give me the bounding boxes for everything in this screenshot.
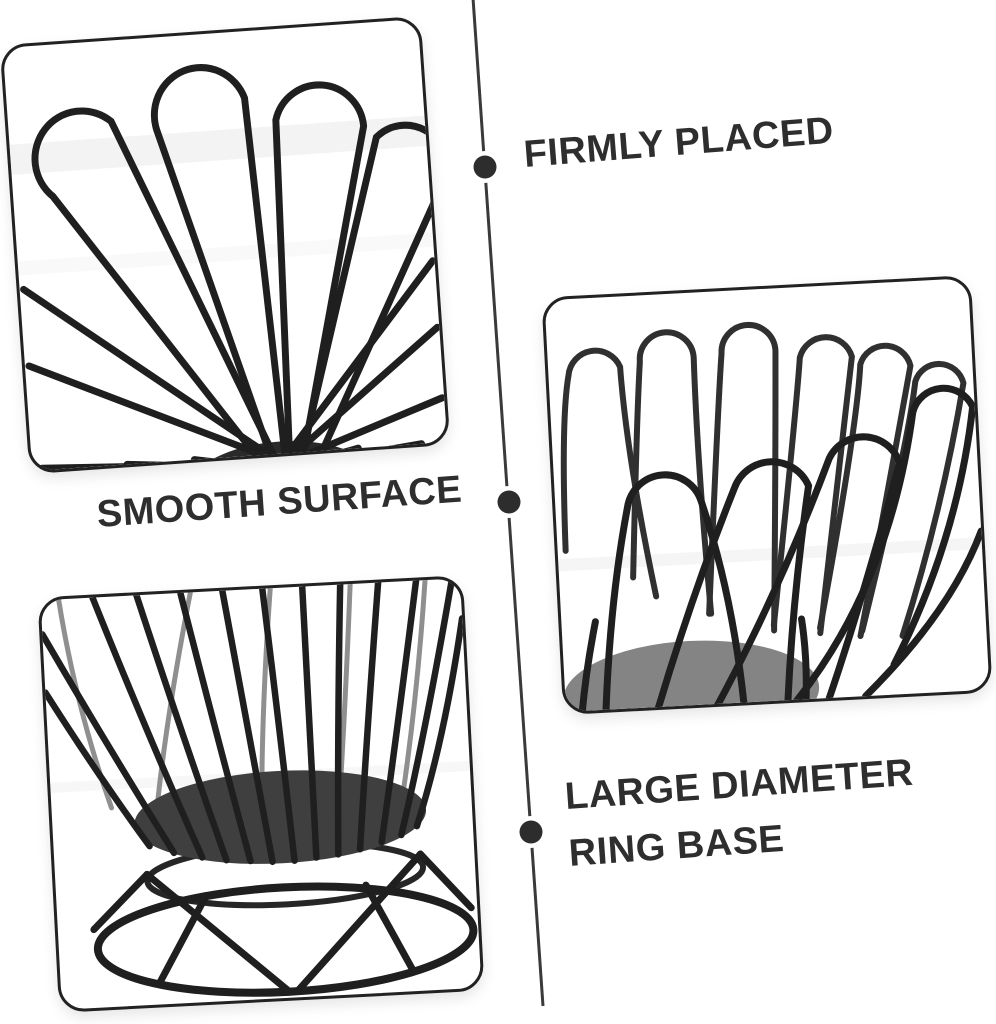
wire-basket-rim-illustration [9, 64, 448, 471]
reflection-band [9, 115, 427, 175]
basket-base-plate [134, 770, 427, 864]
callout-dot-halo [493, 486, 525, 518]
basket-base-plate [563, 640, 820, 712]
photo-basket-bowl-top-view [541, 275, 993, 715]
callout-text: SMOOTH SURFACE [95, 468, 464, 536]
reflection-band [17, 232, 434, 276]
front-rim-loops [578, 384, 985, 712]
near-side-wires [40, 578, 466, 866]
callout-dot-firmly [473, 155, 497, 179]
callout-label-smooth-surface: SMOOTH SURFACE [96, 469, 464, 537]
callout-dot-smooth [497, 490, 521, 514]
callout-dot-halo [469, 151, 501, 183]
callout-dot-halo [515, 816, 547, 848]
wire-basket-base-illustration [40, 578, 478, 997]
stand-bottom-ring [93, 882, 478, 997]
callout-text: FIRMLY PLACED [522, 109, 836, 176]
callout-label-ring-base: LARGE DIAMETER RING BASE [563, 745, 919, 883]
stand-struts [90, 850, 475, 994]
wire-basket-bowl-illustration [558, 321, 985, 712]
callout-label-firmly-placed: FIRMLY PLACED [522, 110, 835, 177]
callout-dot-ring [519, 820, 543, 844]
photo-basket-rim-closeup [0, 15, 451, 475]
photo-basket-ring-base [37, 575, 485, 1013]
